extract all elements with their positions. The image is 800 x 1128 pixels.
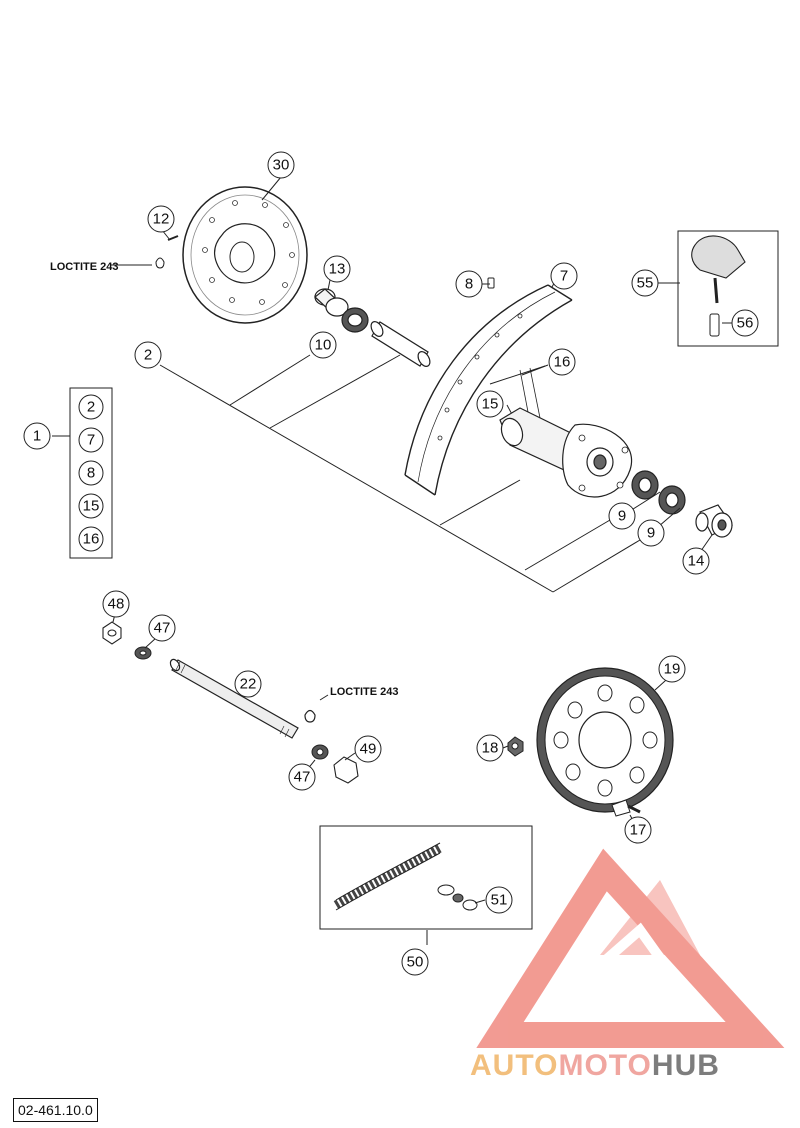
svg-text:30: 30 — [273, 157, 290, 174]
svg-text:9: 9 — [647, 525, 655, 542]
loctite-label-top: LOCTITE 243 — [50, 261, 118, 273]
callout-17: 17 — [624, 816, 652, 844]
callout-19: 19 — [658, 655, 686, 683]
svg-text:51: 51 — [491, 892, 508, 909]
svg-text:7: 7 — [87, 432, 95, 449]
wheel-spacer — [695, 504, 733, 538]
wheel-bearing-2 — [658, 485, 686, 515]
callout-50: 50 — [401, 948, 429, 976]
svg-text:55: 55 — [637, 275, 654, 292]
kit-callout-2: 2 — [78, 394, 104, 420]
loctite-label-axle: LOCTITE 243 — [330, 686, 398, 698]
spoke-nipple — [487, 277, 495, 289]
svg-text:8: 8 — [465, 276, 473, 293]
watermark-hub: HUB — [652, 1049, 720, 1082]
washer-47-top — [134, 646, 152, 660]
svg-text:2: 2 — [144, 347, 152, 364]
watermark-auto: AUTO — [470, 1049, 558, 1082]
callout-22: 22 — [234, 670, 262, 698]
svg-text:16: 16 — [83, 531, 100, 548]
watermark-text: AUTOMOTOHUB — [470, 1049, 720, 1082]
svg-text:13: 13 — [329, 261, 346, 278]
callout-47-bottom: 47 — [288, 763, 316, 791]
callout-2: 2 — [134, 341, 162, 369]
wheel-bearing-1 — [631, 470, 659, 500]
washer-47-bottom — [311, 744, 329, 760]
svg-text:16: 16 — [554, 354, 571, 371]
kit-callout-16: 16 — [78, 526, 104, 552]
svg-text:12: 12 — [153, 211, 170, 228]
bearing-spacer-group — [314, 288, 369, 333]
svg-text:1: 1 — [33, 428, 41, 445]
callout-16: 16 — [548, 348, 576, 376]
accessory-box — [677, 230, 779, 347]
svg-text:47: 47 — [294, 769, 311, 786]
callout-9-upper: 9 — [608, 502, 636, 530]
sprocket-nut-18 — [507, 736, 524, 757]
brake-disc — [182, 186, 308, 324]
sprocket-bolt-17 — [611, 799, 641, 817]
rim — [404, 284, 573, 496]
svg-text:50: 50 — [407, 954, 424, 971]
callout-12: 12 — [147, 205, 175, 233]
callout-18: 18 — [476, 734, 504, 762]
svg-text:48: 48 — [108, 596, 125, 613]
svg-text:10: 10 — [315, 337, 332, 354]
wheel-hub — [499, 367, 633, 498]
axle-nut-48 — [102, 621, 122, 645]
rear-sprocket — [536, 667, 674, 813]
svg-text:AUTOMOTOHUB: AUTOMOTOHUB — [470, 1049, 720, 1082]
watermark-moto: MOTO — [558, 1049, 651, 1082]
kit-callout-8: 8 — [78, 460, 104, 486]
callout-13: 13 — [323, 255, 351, 283]
svg-text:47: 47 — [154, 620, 171, 637]
svg-text:8: 8 — [87, 465, 95, 482]
svg-text:56: 56 — [737, 315, 754, 332]
svg-text:15: 15 — [83, 498, 100, 515]
svg-text:7: 7 — [560, 268, 568, 285]
watermark-logo — [476, 848, 785, 1048]
kit-callout-7: 7 — [78, 427, 104, 453]
distance-tube — [370, 321, 431, 367]
svg-text:14: 14 — [688, 553, 705, 570]
callout-51: 51 — [485, 886, 513, 914]
callout-49: 49 — [354, 735, 382, 763]
axle-nut-49 — [333, 756, 359, 784]
callout-14: 14 — [682, 547, 710, 575]
svg-text:18: 18 — [482, 740, 499, 757]
wheel-axle — [169, 658, 329, 739]
callout-55: 55 — [631, 269, 659, 297]
callout-56: 56 — [731, 309, 759, 337]
svg-text:9: 9 — [618, 508, 626, 525]
callout-9-lower: 9 — [637, 519, 665, 547]
svg-text:19: 19 — [664, 661, 681, 678]
svg-text:2: 2 — [87, 399, 95, 416]
chain-box — [319, 825, 533, 930]
assembly-lines — [52, 354, 641, 593]
svg-text:17: 17 — [630, 822, 647, 839]
part-code-label: 02-461.10.0 — [13, 1098, 98, 1122]
callout-30: 30 — [267, 151, 295, 179]
disc-screw — [110, 235, 179, 269]
callout-15: 15 — [476, 390, 504, 418]
svg-text:22: 22 — [240, 676, 257, 693]
callout-47-top: 47 — [148, 614, 176, 642]
callout-1: 1 — [23, 422, 51, 450]
callout-48: 48 — [102, 590, 130, 618]
callout-10: 10 — [309, 331, 337, 359]
svg-text:49: 49 — [360, 741, 377, 758]
callout-7: 7 — [550, 262, 578, 290]
kit-callout-15: 15 — [78, 493, 104, 519]
svg-text:15: 15 — [482, 396, 499, 413]
callout-8: 8 — [455, 270, 483, 298]
